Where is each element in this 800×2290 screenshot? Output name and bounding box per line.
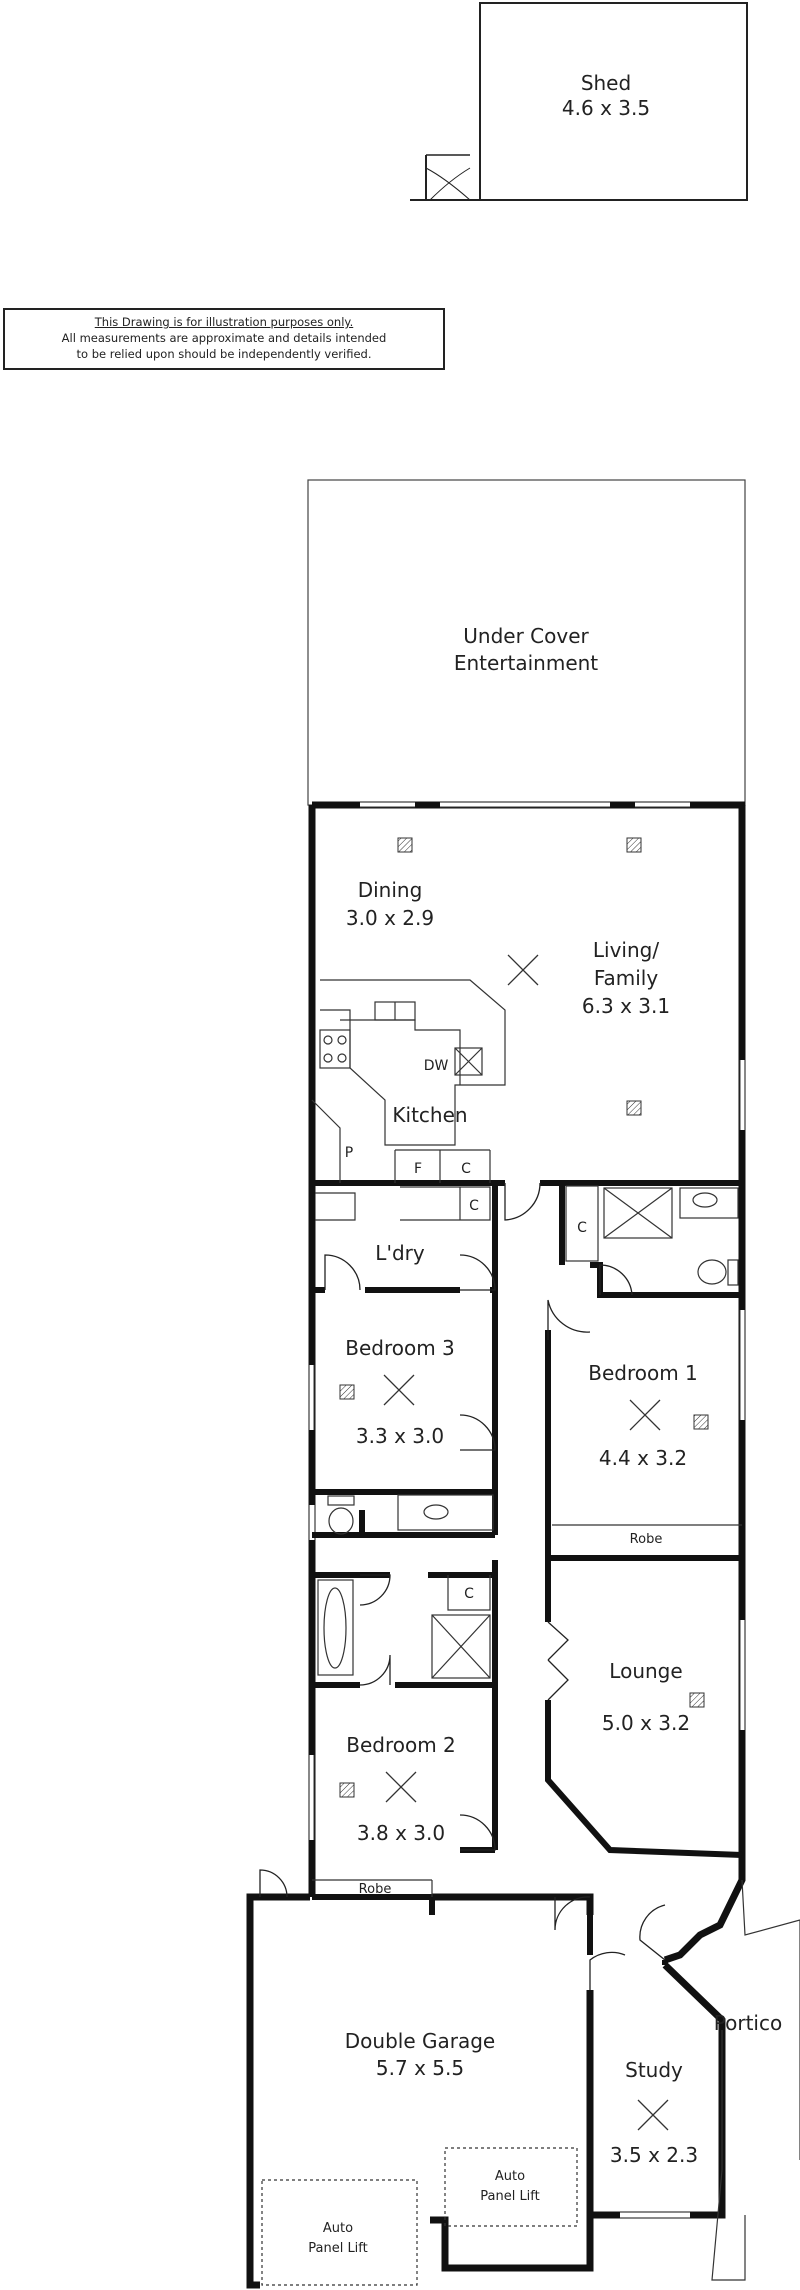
lounge-size: 5.0 x 3.2 (602, 1711, 690, 1735)
bedroom2-size: 3.8 x 3.0 (357, 1821, 445, 1845)
study-size: 3.5 x 2.3 (610, 2143, 698, 2167)
bedroom3-name: Bedroom 3 (345, 1336, 455, 1360)
windows (309, 802, 745, 2218)
dishwasher-label: DW (424, 1058, 449, 1074)
thin-lines (261, 979, 800, 2286)
fridge-label: F (414, 1161, 422, 1177)
outer-walls (246, 801, 746, 2289)
bedroom1-robe: Robe (630, 1532, 663, 1547)
disclaimer-line-2: All measurements are approximate and det… (61, 331, 387, 345)
internal-walls (309, 1180, 743, 2215)
shed-name: Shed (581, 71, 631, 95)
bath-cupboard-label: C (464, 1586, 474, 1602)
bedroom1-size: 4.4 x 3.2 (599, 1446, 687, 1470)
living-label-2: Family (594, 966, 659, 990)
vent-markers (339, 837, 709, 1798)
dining-name: Dining (358, 878, 423, 902)
laundry-cupboard-label: C (469, 1198, 479, 1214)
laundry-name: L'dry (375, 1241, 425, 1265)
shed-size: 4.6 x 3.5 (562, 96, 650, 120)
panel-lift-1-line-2: Panel Lift (308, 2241, 368, 2256)
living-size: 6.3 x 3.1 (582, 994, 670, 1018)
dining-size: 3.0 x 2.9 (346, 906, 434, 930)
panel-lift-2-line-1: Auto (495, 2169, 525, 2184)
pantry-label: P (345, 1145, 353, 1161)
study-name: Study (625, 2058, 683, 2082)
garage-size: 5.7 x 5.5 (376, 2056, 464, 2080)
garage-name: Double Garage (345, 2029, 495, 2053)
kitchen-cupboard-label: C (461, 1161, 471, 1177)
disclaimer-line-1: This Drawing is for illustration purpose… (94, 315, 354, 329)
portico-name: Portico (714, 2011, 782, 2035)
panel-lift-2-line-2: Panel Lift (480, 2189, 540, 2204)
bedroom3-size: 3.3 x 3.0 (356, 1424, 444, 1448)
disclaimer-box: This Drawing is for illustration purpose… (3, 308, 445, 370)
bedroom1-name: Bedroom 1 (588, 1361, 698, 1385)
ensuite-cupboard-label: C (577, 1220, 587, 1236)
bedroom2-name: Bedroom 2 (346, 1733, 456, 1757)
living-label-1: Living/ (593, 938, 659, 962)
disclaimer-line-3: to be relied upon should be independentl… (76, 347, 372, 361)
kitchen-name: Kitchen (392, 1103, 467, 1127)
window-lines (313, 806, 741, 1840)
shed (410, 2, 748, 201)
doors (259, 1182, 666, 1990)
bedroom2-robe: Robe (359, 1882, 392, 1897)
lounge-name: Lounge (609, 1659, 682, 1683)
panel-lift-1-line-1: Auto (323, 2221, 353, 2236)
ceiling-fans (383, 954, 669, 2131)
undercover-label-1: Under Cover (463, 624, 589, 648)
undercover-label-2: Entertainment (454, 651, 598, 675)
